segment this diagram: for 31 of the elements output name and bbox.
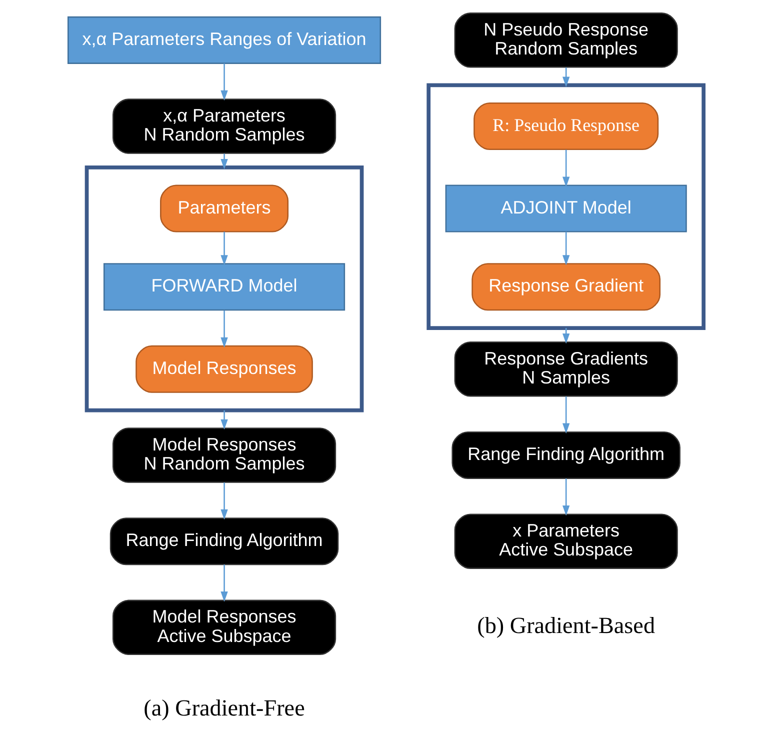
arrow — [220, 410, 228, 430]
node-box: R: Pseudo Response — [473, 102, 658, 150]
arrow — [562, 232, 570, 266]
node-box: Parameters — [160, 184, 288, 232]
arrow — [562, 67, 570, 88]
cluster — [84, 165, 364, 412]
node-box: x Parameters Active Subspace — [454, 514, 678, 569]
node-box: Range Finding Algorithm — [109, 518, 338, 566]
node-box: FORWARD Model — [102, 263, 345, 311]
node-box: N Pseudo Response Random Samples — [454, 12, 678, 68]
node-box: Response Gradient — [471, 263, 660, 311]
node-box: Model Responses — [135, 345, 312, 393]
node-box: Model Responses N Random Samples — [112, 428, 336, 483]
label: (b) Gradient-Based — [476, 613, 655, 640]
arrow — [220, 63, 228, 101]
node-box: Response Gradients N Samples — [454, 342, 678, 397]
arrow — [220, 232, 228, 266]
node-box: Model Responses Active Subspace — [112, 600, 336, 656]
arrow — [562, 150, 570, 188]
arrow — [562, 478, 570, 516]
node-box: Range Finding Algorithm — [451, 431, 680, 480]
arrow — [220, 154, 228, 170]
arrow — [562, 396, 570, 434]
node-box: x,α Parameters N Random Samples — [112, 98, 336, 154]
node-box: ADJOINT Model — [444, 184, 686, 232]
label: (a) Gradient-Free — [143, 695, 304, 722]
arrow — [220, 310, 228, 348]
cluster — [426, 83, 705, 330]
arrow — [220, 482, 228, 520]
node-box: x,α Parameters Ranges of Variation — [67, 16, 381, 64]
arrow — [220, 564, 228, 602]
